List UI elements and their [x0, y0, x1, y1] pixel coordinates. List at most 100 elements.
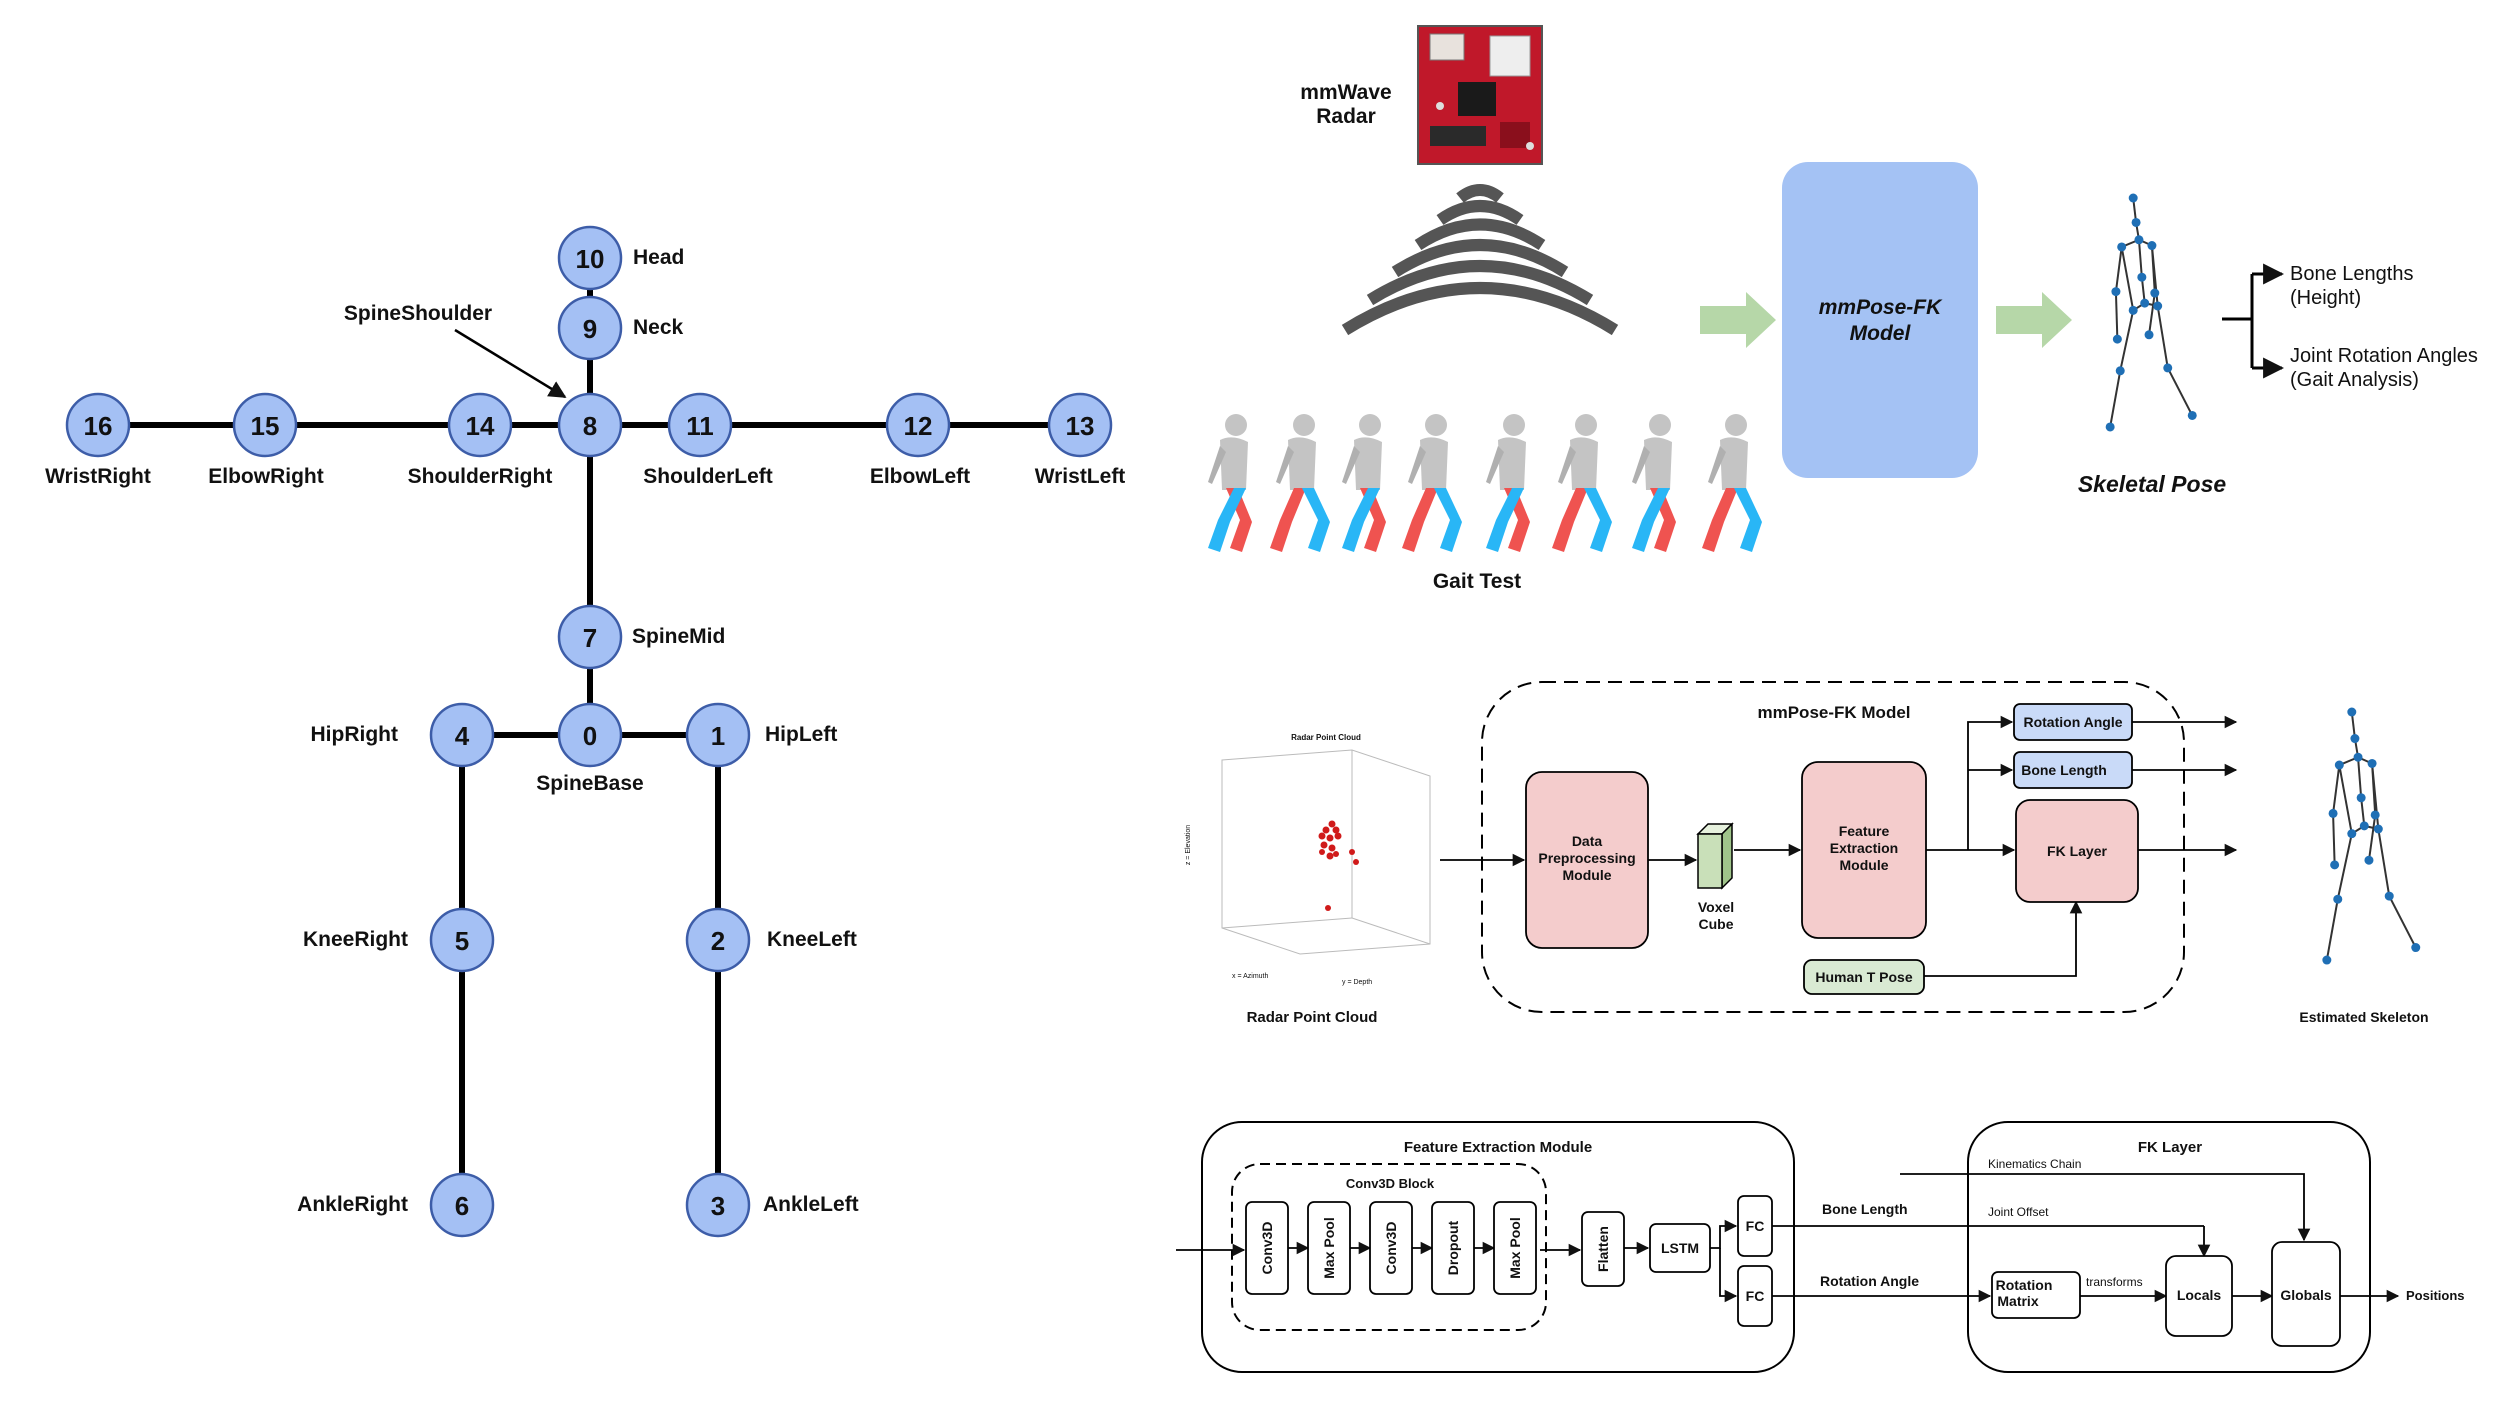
mmpose-fk-dashed-frame: [1481, 681, 2185, 1013]
feature-extraction-module-detail: Feature Extraction Module Conv3D Block C…: [1176, 1121, 2211, 1373]
globals-text: Globals: [2280, 1287, 2332, 1303]
conv-layer-1: Max Pool: [1307, 1201, 1351, 1295]
joint-7: 7 SpineMid: [557, 604, 725, 670]
joint-circle: [1047, 392, 1113, 458]
joint-offset-label: Joint Offset: [1988, 1205, 2049, 1219]
output-height: (Height): [2290, 287, 2361, 309]
positions-label: Positions: [2406, 1288, 2465, 1303]
transforms-label: transforms: [2086, 1275, 2143, 1289]
fk-layer-box: [2015, 799, 2139, 903]
joint-label: ShoulderRight: [408, 465, 553, 488]
mmpose-fk-model-box: [1782, 162, 1978, 478]
fem-rotation-angle-label: Rotation Angle: [1820, 1273, 1919, 1289]
rotation-angle-box: [2013, 703, 2133, 741]
walker-figure: [1632, 414, 1676, 552]
joint-5: 5 KneeRight: [303, 907, 495, 973]
fc-bottom-text: FC: [1746, 1288, 1765, 1304]
fc-box-top: [1737, 1195, 1773, 1257]
joint-circle: [557, 295, 623, 361]
walker-figure: [1208, 414, 1252, 552]
joint-number: 9: [583, 314, 597, 344]
joint-circle: [557, 702, 623, 768]
voxel-line1: Voxel: [1698, 899, 1734, 915]
architecture-arrows: [1440, 715, 2238, 977]
voxel-line2: Cube: [1699, 916, 1734, 932]
conv3d-block-frame: [1231, 1163, 1547, 1331]
conv-layer-4: Max Pool: [1493, 1201, 1537, 1295]
joint-label: KneeRight: [303, 928, 408, 951]
axis-y-label: y = Depth: [1342, 979, 1372, 986]
output-bone-lengths: Bone Lengths: [2290, 263, 2413, 285]
radar-label-line1: mmWave: [1300, 81, 1391, 104]
joint-label: HipRight: [311, 723, 398, 746]
axis-z-label: z = Elevation: [1185, 825, 1192, 865]
joint-circle: [685, 907, 751, 973]
lstm-text: LSTM: [1661, 1240, 1699, 1256]
preproc-line2: Preprocessing: [1538, 850, 1635, 866]
fem-bone-length-label: Bone Length: [1822, 1201, 1908, 1217]
joint-circle: [429, 1172, 495, 1238]
lstm-box: [1649, 1223, 1711, 1273]
fc-box-bottom: [1737, 1265, 1773, 1327]
fk-layer-detail: FK Layer Kinematics Chain Joint Offset t…: [1900, 1121, 2465, 1373]
joint-number: 3: [711, 1191, 725, 1221]
joint-number: 7: [583, 623, 597, 653]
conv-layer-label: Dropout: [1445, 1220, 1461, 1275]
joint-label: SpineMid: [632, 625, 725, 648]
joint-label: ShoulderLeft: [643, 465, 773, 488]
kinematics-chain-label: Kinematics Chain: [1988, 1157, 2081, 1171]
joint-label: KneeLeft: [767, 928, 857, 951]
joint-4: 4 HipRight: [311, 702, 495, 768]
joint-number: 16: [84, 411, 113, 441]
joint-number: 4: [455, 721, 470, 751]
joint-number: 5: [455, 926, 469, 956]
feat-line1: Feature: [1839, 823, 1890, 839]
conv-layer-3: Dropout: [1431, 1201, 1475, 1295]
conv3d-block-title: Conv3D Block: [1346, 1176, 1435, 1191]
rotation-matrix-box: [1991, 1271, 2081, 1319]
joint-circle: [667, 392, 733, 458]
joint-label: AnkleRight: [297, 1193, 408, 1216]
rotation-matrix-line1: Rotation: [1996, 1277, 2053, 1293]
joint-circle: [429, 702, 495, 768]
t-pose-text: Human T Pose: [1815, 969, 1912, 985]
model-label-line1: mmPose-FK: [1819, 296, 1943, 319]
model-label-line2: Model: [1850, 322, 1912, 345]
flatten-box: [1581, 1211, 1625, 1287]
joint-label: HipLeft: [765, 723, 837, 746]
walker-figure: [1402, 414, 1462, 552]
joint-circle: [685, 1172, 751, 1238]
joint-circle: [885, 392, 951, 458]
rotation-angle-text: Rotation Angle: [2023, 714, 2122, 730]
walker-figure: [1702, 414, 1762, 552]
voxel-cube: [1696, 822, 1734, 890]
joint-circle: [232, 392, 298, 458]
axis-x-label: x = Azimuth: [1232, 973, 1268, 980]
bone-length-box: [2013, 751, 2133, 789]
conv-layer-0: Conv3D: [1245, 1201, 1289, 1295]
feat-line2: Extraction: [1830, 840, 1898, 856]
gait-test-label: Gait Test: [1433, 570, 1521, 593]
skeletal-pose-figure: [2105, 193, 2197, 432]
joint-circle: [557, 604, 623, 670]
bone-length-text: Bone Length: [2021, 762, 2107, 778]
joint-number: 12: [904, 411, 933, 441]
fk-title: FK Layer: [2138, 1139, 2202, 1156]
conv-layer-2: Conv3D: [1369, 1201, 1413, 1295]
joint-number: 0: [583, 721, 597, 751]
joint-label: WristLeft: [1035, 465, 1126, 488]
joint-number: 10: [576, 244, 605, 274]
overview-pipeline: mmWave Radar Gait Test mmPose-FK Model S…: [1208, 25, 2478, 593]
joint-circle: [65, 392, 131, 458]
